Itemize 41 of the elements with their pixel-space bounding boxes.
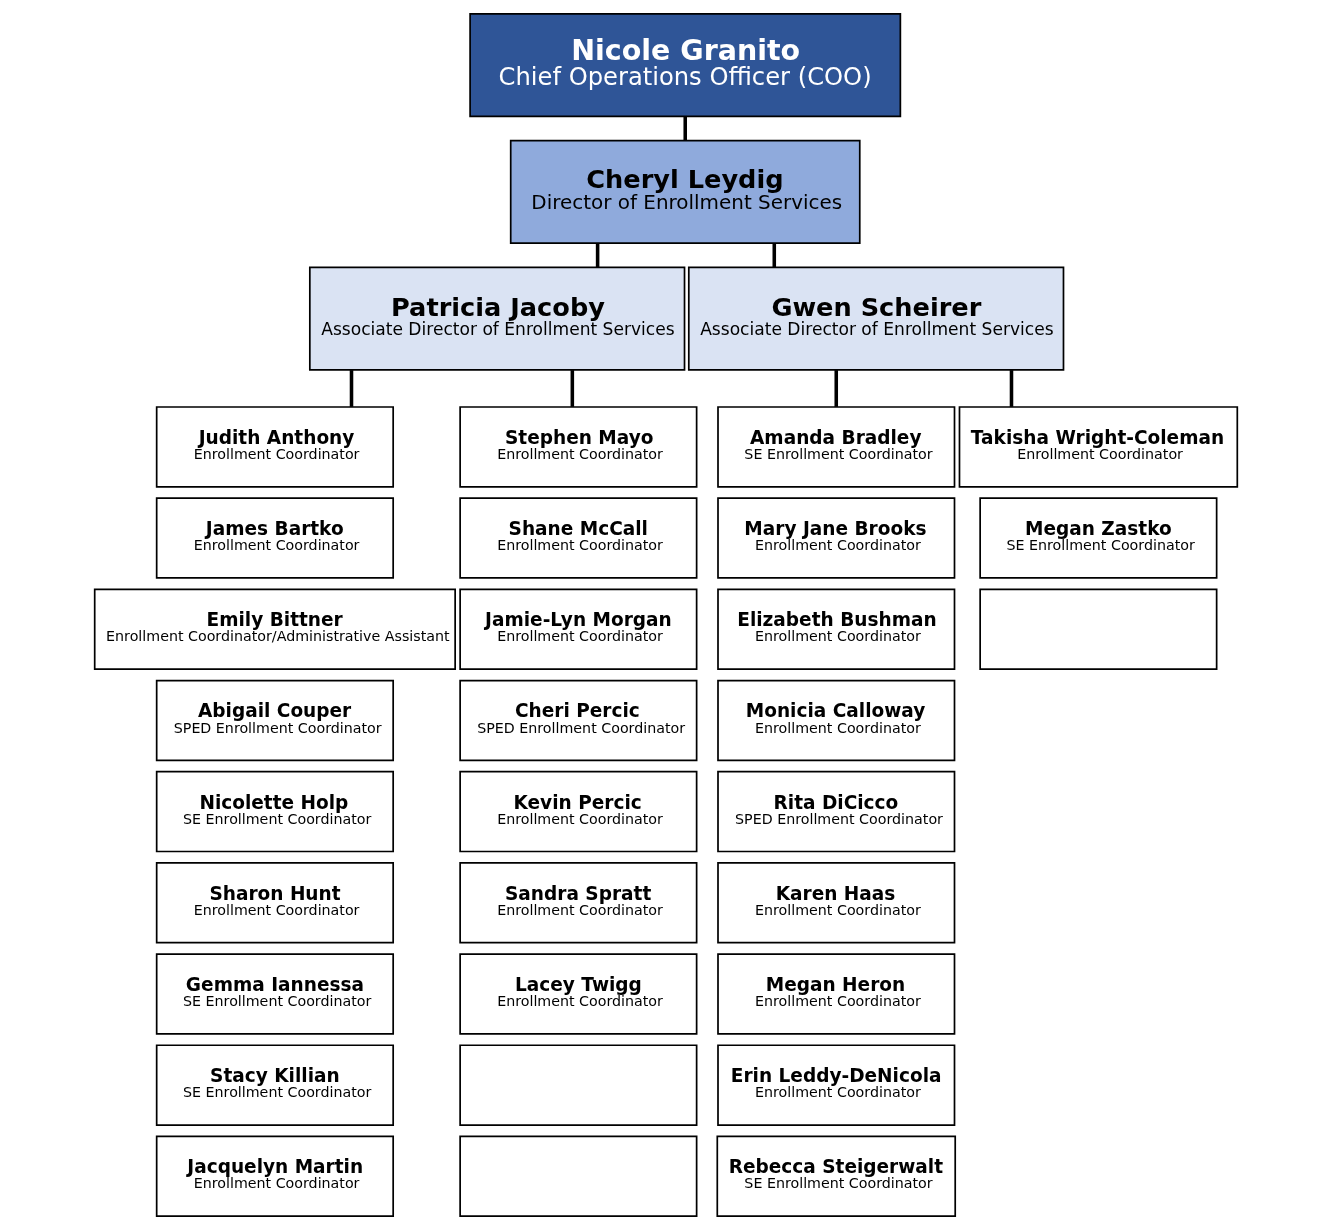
node-box [458,1135,697,1218]
node-box: Sharon Hunt Enrollment Coordinator [155,862,394,944]
node-box: Gwen Scheirer Associate Director of Enrollment Services [687,266,1064,371]
connector [349,370,353,407]
node-box: Shane McCall Enrollment Coordinator [458,497,697,579]
node-box: Gemma Iannessa SE Enrollment Coordinator [155,953,394,1035]
node-box: Kevin Percic Enrollment Coordinator [458,770,697,853]
node-box: Rebecca Steigerwalt SE Enrollment Coordinator [715,1135,956,1218]
connector [1009,370,1013,407]
node-box: Emily Bittner Enrollment Coordinator/Administrative Assistant [93,588,456,670]
connector [570,370,574,407]
node-box: Amanda Bradley SE Enrollment Coordinator [716,406,955,488]
node-box: Judith Anthony Enrollment Coordinator [155,406,394,488]
connector [595,243,599,268]
node-box: Elizabeth Bushman Enrollment Coordinator [716,588,955,670]
connector [682,116,687,141]
connector [772,243,776,268]
node-box: Monicia Calloway Enrollment Coordinator [716,679,955,762]
node-box: Jacquelyn Martin Enrollment Coordinator [155,1135,394,1218]
node-box: Megan Heron Enrollment Coordinator [716,953,955,1035]
node-box: Jamie-Lyn Morgan Enrollment Coordinator [458,588,697,670]
node-box: Cheri Percic SPED Enrollment Coordinator [458,679,697,762]
node-box: Megan Zastko SE Enrollment Coordinator [978,497,1217,579]
node-box [978,588,1217,670]
connector [833,370,838,407]
node-box: Stacy Killian SE Enrollment Coordinator [155,1044,394,1126]
node-box: Mary Jane Brooks Enrollment Coordinator [716,497,955,579]
node-box: Erin Leddy-DeNicola Enrollment Coordinator [716,1044,955,1126]
node-box: Cheryl Leydig Director of Enrollment Services [509,139,861,244]
node-box: Rita DiCicco SPED Enrollment Coordinator [716,770,955,853]
node-box: Nicole Granito Chief Operations Officer (COO) [468,12,901,118]
node-box: Patricia Jacoby Associate Director of Enrollment Services [308,266,685,371]
node-box: Takisha Wright-Coleman Enrollment Coordinator [958,406,1238,488]
node-box: Lacey Twigg Enrollment Coordinator [458,953,697,1035]
node-box: Stephen Mayo Enrollment Coordinator [458,406,697,488]
node-box: Abigail Couper SPED Enrollment Coordinator [155,679,394,762]
node-box: Sandra Spratt Enrollment Coordinator [458,862,697,944]
node-box: Nicolette Holp SE Enrollment Coordinator [155,770,394,853]
node-box [458,1044,697,1126]
node-box: Karen Haas Enrollment Coordinator [716,862,955,944]
node-box: James Bartko Enrollment Coordinator [155,497,394,579]
